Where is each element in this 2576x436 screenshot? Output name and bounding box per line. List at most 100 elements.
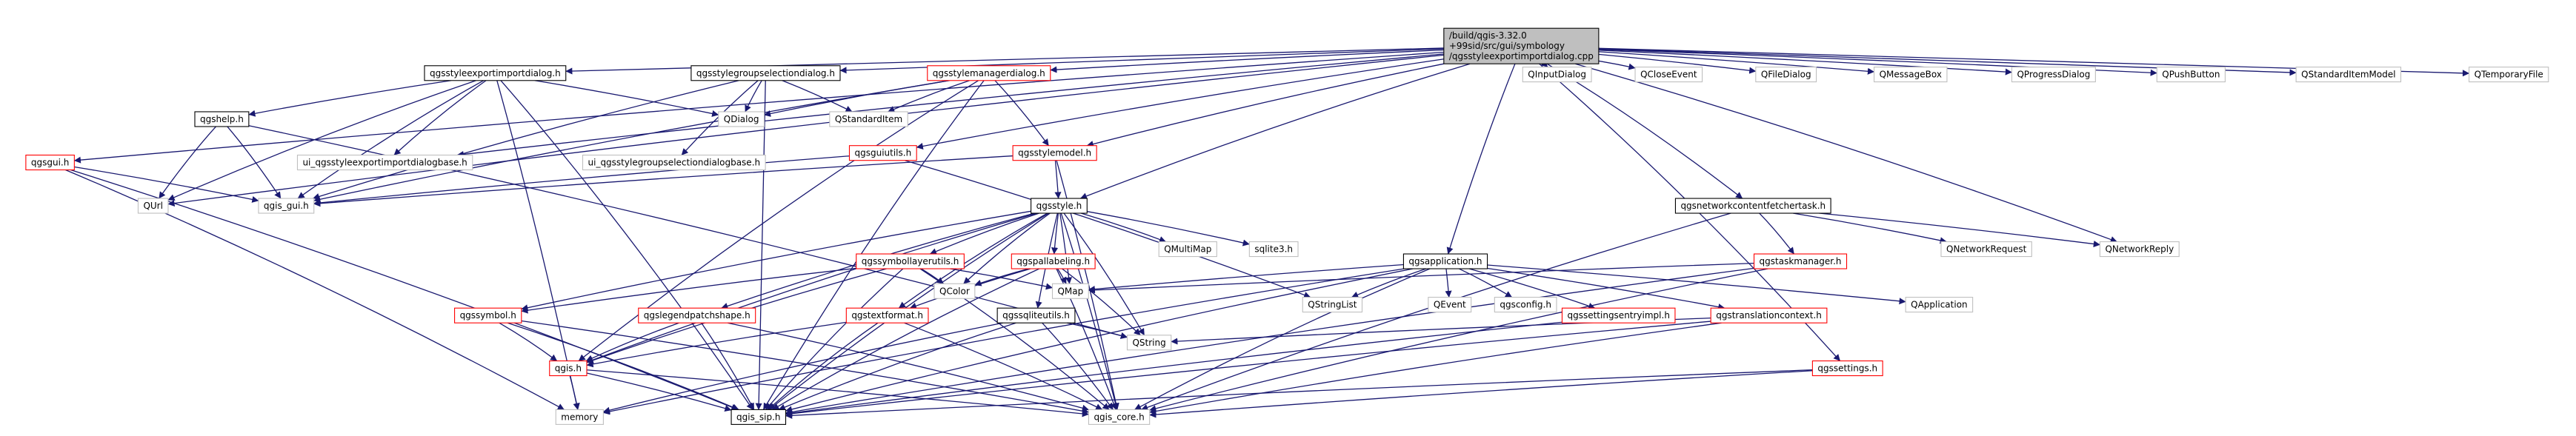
node-qgis-h[interactable]: qgis.h bbox=[549, 360, 588, 377]
edge-qgsstylemanagerdialog_h-to-qgis_h bbox=[578, 80, 979, 362]
edge-qgsstyleexportimportdialog_h-to-qgis_gui_h bbox=[297, 80, 484, 199]
edge-root-to-QUrl bbox=[167, 54, 1444, 207]
node-label: QTemporaryFile bbox=[2475, 70, 2543, 80]
node-box bbox=[2099, 241, 2180, 258]
node-qfiledialog: QFileDialog bbox=[1755, 67, 1817, 83]
node-qgsstylemanagerdialog-h[interactable]: qgsstylemanagerdialog.h bbox=[927, 65, 1051, 81]
node-qgsconfig-h: qgsconfig.h bbox=[1494, 297, 1557, 313]
node-box bbox=[424, 65, 567, 81]
node-box bbox=[927, 65, 1051, 81]
edge-qgsapplication_h-to-QApplication bbox=[1487, 264, 1906, 305]
edge-qgstextformat_h-to-qgis_core_h bbox=[904, 322, 1103, 410]
node-qgstextformat-h[interactable]: qgstextformat.h bbox=[845, 307, 929, 323]
node-qgsstylemodel-h[interactable]: qgsstylemodel.h bbox=[1012, 145, 1097, 161]
node-box bbox=[454, 307, 522, 323]
node-memory: memory bbox=[555, 409, 604, 425]
node-label: qgis_sip.h bbox=[736, 412, 780, 422]
node-label: QString bbox=[1132, 338, 1165, 348]
node-qgssettingsentryimpl-h[interactable]: qgssettingsentryimpl.h bbox=[1561, 307, 1676, 323]
node-label: QProgressDialog bbox=[2017, 70, 2090, 80]
edge-qgis_h-to-qgis_core_h bbox=[586, 369, 1089, 417]
node-box bbox=[1755, 67, 1817, 83]
node-label: QStandardItem bbox=[835, 114, 902, 124]
edge-qgsapplication_h-to-memory bbox=[602, 268, 1405, 415]
edge-qgsstyleexportimportdialog_h-to-qgis_sip_h bbox=[500, 80, 753, 410]
node-label: /build/qgis-3.32.0 bbox=[1449, 30, 1527, 41]
node-qgshelp-h[interactable]: qgshelp.h bbox=[194, 111, 250, 127]
node-box bbox=[1522, 67, 1592, 83]
node-label: qgsstyle.h bbox=[1036, 201, 1082, 211]
node-label: qgssymbol.h bbox=[460, 310, 516, 321]
edge-qgstextformat_h-to-qgis_sip_h bbox=[768, 322, 879, 410]
edge-qgssqliteutils_h-to-qgis_core_h bbox=[1042, 322, 1114, 410]
node-box bbox=[1011, 253, 1096, 269]
node-qstring: QString bbox=[1126, 335, 1172, 351]
edge-qgis_h-to-qgis_sip_h bbox=[586, 372, 732, 412]
node-box bbox=[2156, 67, 2226, 83]
node-label: QFileDialog bbox=[1761, 70, 1811, 80]
node-qgis-sip-h[interactable]: qgis_sip.h bbox=[730, 409, 787, 425]
node-box bbox=[1031, 198, 1088, 214]
edge-qgsstylemanagerdialog_h-to-QStandardItem bbox=[888, 80, 970, 113]
node-qurl: QUrl bbox=[137, 198, 169, 214]
node-label: ui_qgsstyleexportimportdialogbase.h bbox=[302, 158, 467, 168]
node-qgssymbollayerutils-h[interactable]: qgssymbollayerutils.h bbox=[856, 253, 965, 269]
node-qgstranslationcontext-h[interactable]: qgstranslationcontext.h bbox=[1710, 307, 1828, 323]
node-box bbox=[2469, 67, 2549, 83]
edge-qgsstylemodel_h-to-qgsstyle_h bbox=[1054, 160, 1062, 199]
node-label: QStandardItemModel bbox=[2301, 70, 2395, 80]
node-qgstaskmanager-h[interactable]: qgstaskmanager.h bbox=[1753, 253, 1848, 269]
node-box bbox=[137, 198, 169, 214]
node-label: QPushButton bbox=[2162, 70, 2220, 80]
node-qgsnetworkcontentfetchertask-h[interactable]: qgsnetworkcontentfetchertask.h bbox=[1674, 198, 1831, 214]
node-box bbox=[730, 409, 787, 425]
edge-qgsapplication_h-to-qgsconfig_h bbox=[1459, 268, 1513, 298]
edge-qgsgui_h-to-memory bbox=[65, 169, 565, 410]
node-qgis-gui-h: qgis_gui.h bbox=[258, 198, 315, 214]
node-box bbox=[848, 145, 917, 161]
edge-qgspallabeling_h-to-QColor bbox=[974, 268, 1029, 286]
edge-qgsstylemodel_h-to-qgis_core_h bbox=[1056, 160, 1119, 410]
node-qgsgui-h[interactable]: qgsgui.h bbox=[25, 154, 75, 171]
edges-layer bbox=[65, 47, 2470, 419]
edge-qgshelp_h-to-QUrl bbox=[159, 126, 216, 199]
node-qmessagebox: QMessageBox bbox=[1874, 67, 1948, 83]
edge-qgsstyle_h-to-QColor bbox=[963, 212, 1051, 284]
node-box bbox=[296, 154, 473, 171]
node-qgssettings-h[interactable]: qgssettings.h bbox=[1811, 360, 1883, 377]
node-qgssqliteutils-h[interactable]: qgssqliteutils.h bbox=[996, 307, 1076, 323]
node-box bbox=[1811, 360, 1883, 377]
edge-qgshelp_h-to-QString bbox=[248, 125, 1128, 339]
edge-root-to-qgsstylemanagerdialog_h bbox=[1050, 49, 1444, 73]
edge-qgsstyle_h-to-qgis_core_h bbox=[1060, 212, 1119, 410]
node-qgssymbol-h[interactable]: qgssymbol.h bbox=[454, 307, 522, 323]
edge-qgsnetworkcontentfetchertask_h-to-QNetworkRequest bbox=[1792, 212, 1947, 244]
node-label: memory bbox=[561, 412, 598, 422]
node-box bbox=[1494, 297, 1557, 313]
node-qcolor: QColor bbox=[933, 283, 976, 299]
node-label: QInputDialog bbox=[1528, 70, 1586, 80]
node-label: qgsstylemodel.h bbox=[1018, 148, 1091, 158]
node-ui-qgsstyleexportimportdialogbase-h: ui_qgsstyleexportimportdialogbase.h bbox=[296, 154, 473, 171]
node-qgsstyleexportimportdialog-h[interactable]: qgsstyleexportimportdialog.h bbox=[424, 65, 567, 81]
node-qgsapplication-h[interactable]: qgsapplication.h bbox=[1402, 253, 1488, 269]
node-label: sqlite3.h bbox=[1254, 244, 1293, 255]
node-qprogressdialog: QProgressDialog bbox=[2011, 67, 2096, 83]
node-qgsstylegroupselectiondialog-h[interactable]: qgsstylegroupselectiondialog.h bbox=[690, 65, 841, 81]
node-box bbox=[1402, 253, 1488, 269]
edge-qgssymbollayerutils_h-to-qgssymbol_h bbox=[521, 267, 856, 314]
node-label: qgsgui.h bbox=[31, 158, 69, 168]
node-label: qgsnetworkcontentfetchertask.h bbox=[1680, 201, 1826, 211]
node-box bbox=[1905, 297, 1974, 313]
edge-qgspallabeling_h-to-QMap bbox=[1056, 268, 1067, 284]
edge-qgstextformat_h-to-qgis_h bbox=[586, 321, 847, 368]
node-qgsguiutils-h[interactable]: qgsguiutils.h bbox=[848, 145, 917, 161]
edge-qgshelp_h-to-qgis_gui_h bbox=[227, 126, 282, 199]
node-qgspallabeling-h[interactable]: qgspallabeling.h bbox=[1011, 253, 1096, 269]
node-qtemporaryfile: QTemporaryFile bbox=[2469, 67, 2549, 83]
node-qgslegendpatchshape-h[interactable]: qgslegendpatchshape.h bbox=[638, 307, 756, 323]
node-qgsstyle-h[interactable]: qgsstyle.h bbox=[1031, 198, 1088, 214]
edge-qgsnetworkcontentfetchertask_h-to-QNetworkReply bbox=[1819, 212, 2100, 248]
edge-qgsstyle_h-to-qgis_sip_h bbox=[768, 212, 1049, 410]
node-box bbox=[1710, 307, 1828, 323]
